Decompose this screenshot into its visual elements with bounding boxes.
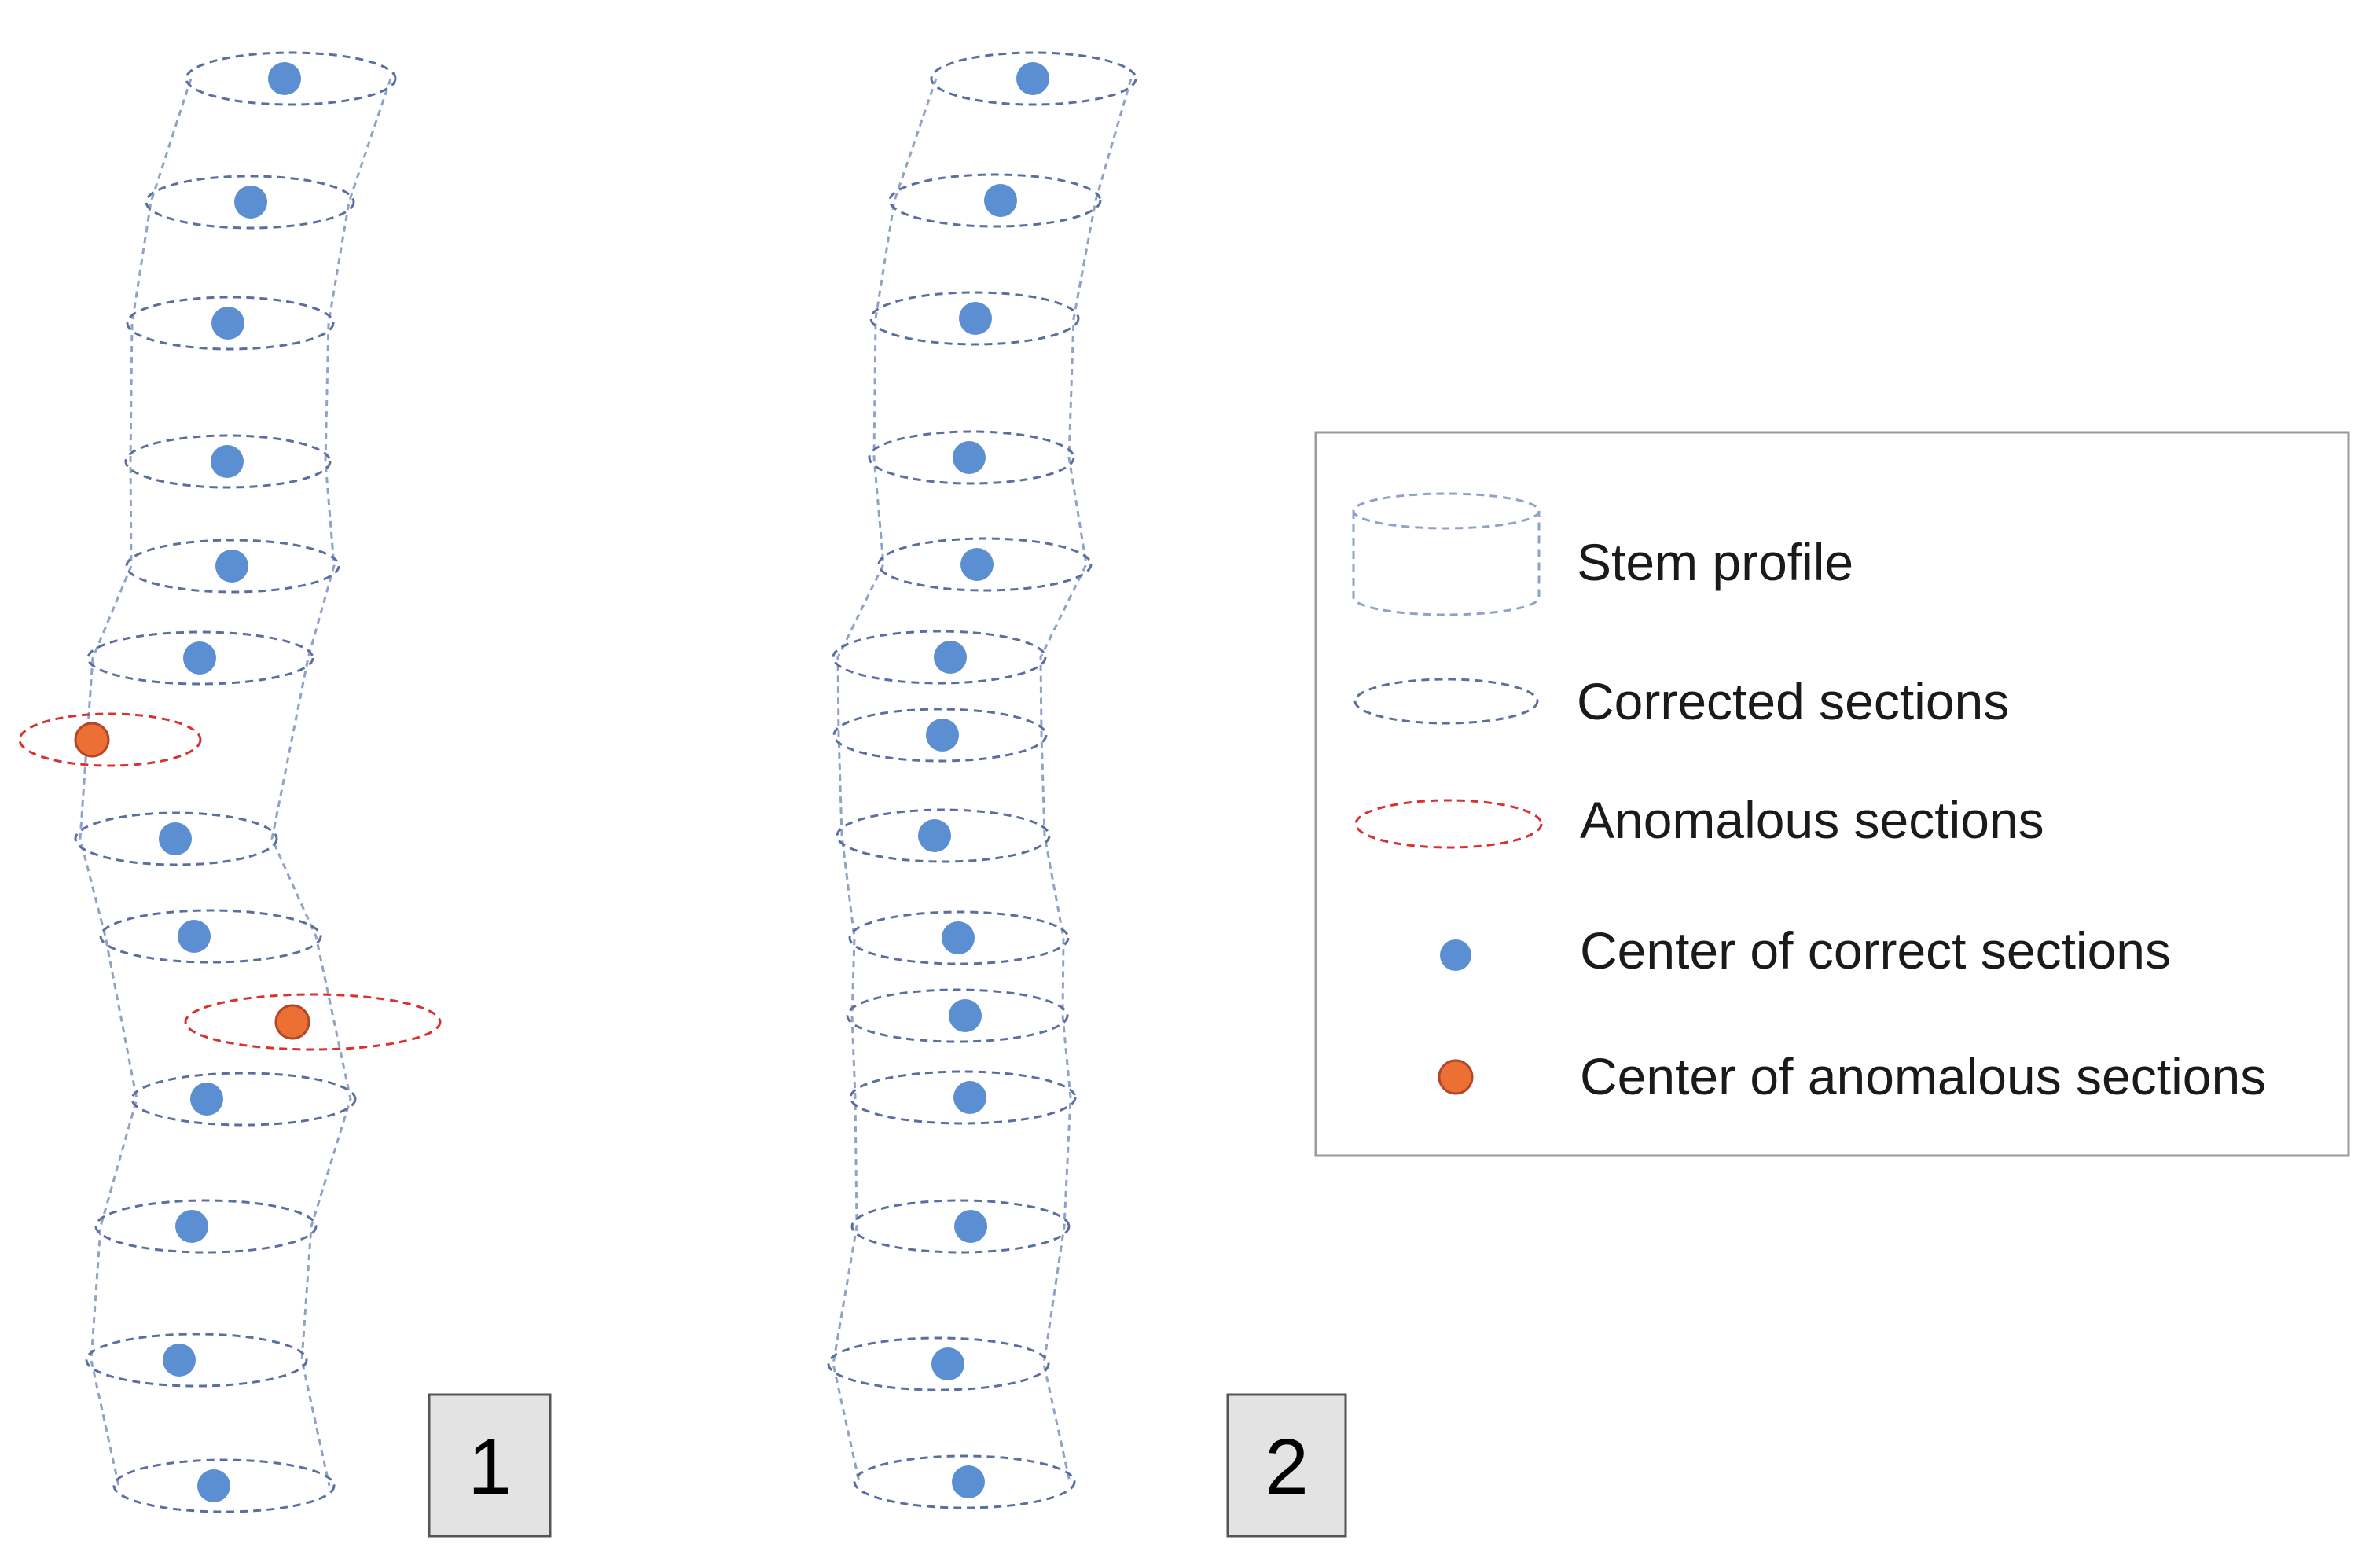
correct-section-center [934, 641, 967, 674]
stem-profile-2 [832, 78, 1133, 1483]
corrected-section-icon [1353, 678, 1539, 725]
sections-2 [827, 51, 1137, 1509]
legend-box [1314, 431, 2350, 1157]
correct-section-center [952, 1465, 985, 1498]
stem-profile-icon [1352, 492, 1541, 616]
panel-label-2: 2 [1226, 1393, 1347, 1538]
corrected-section-ring [848, 910, 1070, 965]
correct-section-center [190, 1083, 223, 1116]
legend-center-correct-label: Center of correct sections [1580, 921, 2171, 980]
corrected-section-ring [112, 1458, 336, 1513]
panel-number-1: 1 [468, 1423, 512, 1511]
corrected-section-ring [877, 537, 1093, 592]
correct-section-center [931, 1347, 964, 1380]
correct-section-center [215, 550, 248, 583]
corrected-section-ring [850, 1199, 1071, 1254]
corrected-section-ring [125, 539, 340, 594]
correct-section-center [960, 548, 994, 581]
correct-section-center [1016, 62, 1049, 95]
corrected-section-ring [185, 51, 397, 106]
corrected-section-ring [85, 1333, 308, 1388]
center-correct-icon [1440, 939, 1471, 971]
correct-section-center [197, 1469, 230, 1502]
anomalous-section-center [274, 1004, 310, 1040]
anomalous-section-ring [184, 993, 442, 1051]
correct-section-center [268, 62, 301, 95]
correct-section-center [949, 999, 982, 1032]
anomalous-section-ring [18, 712, 202, 767]
stem-profile-right-edge [1039, 78, 1133, 1483]
center-anomalous-icon [1438, 1059, 1474, 1095]
correct-section-center [178, 920, 211, 953]
corrected-section-ring [832, 708, 1048, 763]
sections-1 [18, 51, 442, 1513]
corrected-section-ring [869, 291, 1080, 346]
corrected-section-ring [836, 808, 1051, 863]
panel-1: 1 [18, 51, 552, 1538]
corrected-section-ring [74, 811, 278, 866]
corrected-section-ring [827, 1336, 1050, 1391]
anomalous-section-icon [1354, 799, 1543, 849]
legend-corrected-sections-label: Corrected sections [1577, 672, 2009, 730]
corrected-section-ring [846, 988, 1069, 1043]
correct-section-center [234, 186, 267, 219]
correct-section-center [183, 641, 216, 675]
corrected-section-ring [853, 1454, 1076, 1509]
panel-number-2: 2 [1265, 1423, 1309, 1511]
corrected-section-ring [849, 1070, 1077, 1125]
correct-section-center [954, 1210, 987, 1243]
stem-profile-left-edge [832, 78, 938, 1483]
correct-section-center [942, 921, 975, 954]
corrected-section-ring [832, 630, 1047, 685]
correct-section-center [959, 302, 992, 335]
panel-label-1: 1 [428, 1393, 552, 1538]
correct-section-center [953, 441, 986, 474]
legend-stem-profile-label: Stem profile [1577, 533, 1853, 591]
correct-section-center [159, 822, 192, 855]
stem-profile-right-edge [270, 78, 392, 1487]
corrected-section-ring [124, 434, 332, 489]
corrected-section-ring [868, 430, 1075, 485]
corrected-section-ring [930, 51, 1137, 106]
legend: Stem profile Corrected sections Anomalou… [1314, 431, 2350, 1157]
corrected-section-ring [86, 630, 314, 686]
corrected-section-ring [888, 173, 1102, 228]
stem-profile-1 [79, 78, 392, 1487]
correct-section-center [175, 1210, 208, 1243]
corrected-section-ring [94, 1199, 318, 1254]
legend-anomalous-sections-label: Anomalous sections [1580, 791, 2044, 849]
corrected-section-ring [99, 909, 322, 964]
stem-profile-left-edge [79, 78, 193, 1487]
corrected-section-ring [130, 1072, 357, 1127]
correct-section-center [918, 819, 951, 852]
anomalous-section-center [74, 722, 110, 758]
corrected-section-ring [126, 296, 335, 351]
correct-section-center [211, 445, 244, 478]
legend-center-anomalous-label: Center of anomalous sections [1580, 1047, 2266, 1105]
correct-section-center [953, 1081, 986, 1114]
correct-section-center [984, 184, 1017, 217]
correct-section-center [163, 1344, 196, 1377]
correct-section-center [211, 307, 244, 340]
panel-2: 2 [827, 51, 1347, 1538]
correct-section-center [926, 719, 959, 752]
corrected-section-ring [145, 175, 355, 230]
